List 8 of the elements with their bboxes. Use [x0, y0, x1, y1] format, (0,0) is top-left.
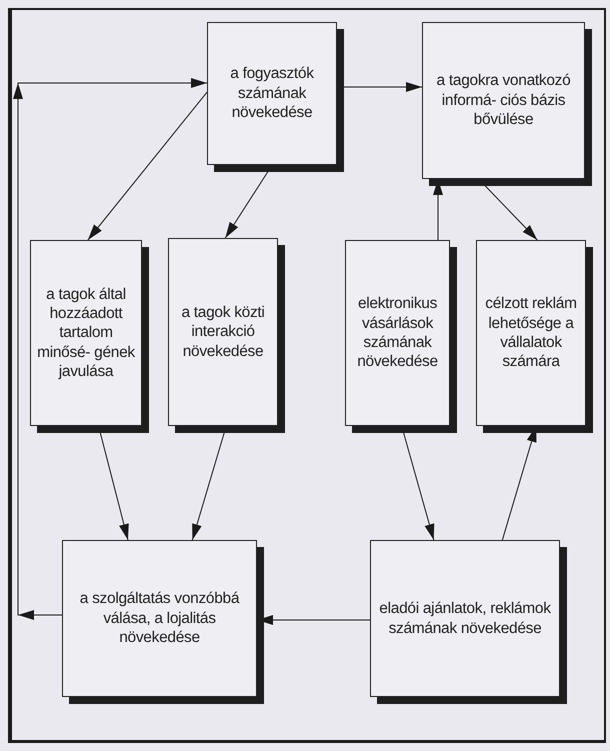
box-label: a tagok közti interakció növekedése [180, 302, 266, 362]
box-label: a fogyasztók számának növekedése [229, 64, 315, 123]
box-label: a tagokra vonatkozó informá- ciós bázis bővülése [436, 71, 572, 130]
box-label: a tagok által hozzáadott tartalom minősé- gének javulása [36, 284, 136, 382]
box-label: elektronikus vásárlások számának növekedése [356, 294, 439, 372]
box-label: eladói ajánlatok, reklámok számának növekedése [378, 599, 552, 638]
box-label: célzott reklám lehetősége a vállalatok számára [484, 294, 578, 372]
box-label: a szolgáltatás vonzóbbá válása, a lojalitás növekedése [78, 589, 240, 648]
